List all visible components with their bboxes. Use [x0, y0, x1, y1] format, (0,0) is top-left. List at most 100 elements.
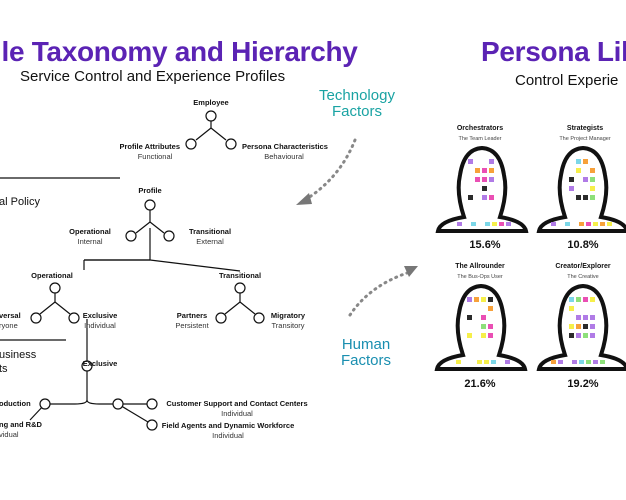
sticky-note — [499, 222, 504, 226]
persona-name-2: The Allrounder — [455, 263, 505, 270]
label-exclusive-sub: Exclusive — [82, 359, 118, 368]
sticky-note — [565, 222, 570, 226]
fragment-ts: ts — [0, 363, 8, 375]
sticky-note — [471, 222, 476, 226]
sticky-note — [482, 186, 487, 191]
label-field-agents: Field Agents and Dynamic Workforce — [161, 421, 295, 430]
sticky-note — [489, 159, 494, 164]
human-factors-label: Human Factors — [341, 337, 391, 369]
label-operational-top: Operational — [69, 227, 111, 236]
sticky-note — [576, 324, 581, 329]
sticky-note — [586, 360, 591, 364]
sticky-note — [489, 168, 494, 173]
label-employee: Employee — [193, 98, 229, 107]
label-production-fragment: oduction — [0, 399, 31, 408]
sticky-note — [485, 222, 490, 226]
persona-sub-0: The Team Leader — [458, 136, 502, 142]
right-title: Persona Lil — [481, 36, 626, 67]
persona-pct-2: 21.6% — [464, 378, 496, 390]
sticky-note — [491, 360, 496, 364]
persona-figure-3 — [536, 283, 626, 371]
sticky-note — [569, 324, 574, 329]
sticky-note — [579, 360, 584, 364]
sticky-note — [576, 159, 581, 164]
sticky-note — [583, 324, 588, 329]
sticky-note — [576, 315, 581, 320]
sticky-note — [481, 315, 486, 320]
label-universal-fragment: versal — [0, 311, 21, 320]
sticky-note — [579, 222, 584, 226]
label-profile: Profile — [138, 186, 162, 195]
sticky-note — [484, 360, 489, 364]
sticky-note — [583, 315, 588, 320]
label-migratory: Migratory — [270, 311, 306, 320]
sticky-note — [576, 168, 581, 173]
sticky-note — [468, 195, 473, 200]
sticky-note — [583, 195, 588, 200]
persona-figure-2 — [434, 283, 528, 371]
sticky-note — [467, 333, 472, 338]
sticky-note — [569, 177, 574, 182]
left-title: ile Taxonomy and Hierarchy — [0, 36, 358, 67]
sticky-note — [586, 222, 591, 226]
sticky-note — [482, 177, 487, 182]
label-operational: Operational — [31, 271, 73, 280]
sticky-note — [590, 168, 595, 173]
label-field-agents-sub: Individual — [212, 431, 244, 440]
persona-name-1: Strategists — [566, 125, 604, 132]
label-exclusive: Exclusive — [82, 311, 118, 320]
persona-sub-2: The Bus-Ops User — [457, 274, 503, 280]
persona-figure-1 — [536, 145, 626, 233]
sticky-note — [569, 306, 574, 311]
sticky-note — [576, 195, 581, 200]
sticky-note — [572, 360, 577, 364]
label-partners: Partners — [176, 311, 208, 320]
sticky-note — [569, 186, 574, 191]
persona-silhouette — [536, 145, 626, 233]
label-individual: Individual — [84, 321, 116, 330]
sticky-note — [583, 333, 588, 338]
sticky-note — [590, 324, 595, 329]
persona-pct-1: 10.8% — [567, 239, 599, 251]
sticky-note — [468, 159, 473, 164]
sticky-note — [590, 177, 595, 182]
sticky-note — [506, 222, 511, 226]
sticky-note — [583, 177, 588, 182]
sticky-note — [488, 324, 493, 329]
label-external: External — [196, 237, 224, 246]
label-internal: Internal — [77, 237, 103, 246]
sticky-note — [505, 360, 510, 364]
sticky-note — [551, 360, 556, 364]
sticky-note — [583, 159, 588, 164]
sticky-note — [482, 168, 487, 173]
persona-silhouette — [536, 283, 626, 371]
sticky-note — [489, 177, 494, 182]
node-circle — [205, 110, 217, 122]
sticky-note — [576, 333, 581, 338]
sticky-note — [583, 297, 588, 302]
label-everyone-fragment: ryone — [0, 321, 18, 330]
sticky-note — [593, 360, 598, 364]
factors-word-2: Factors — [340, 352, 392, 369]
label-persona-characteristics: Persona Characteristics — [242, 142, 328, 151]
sticky-note — [489, 195, 494, 200]
sticky-note — [607, 222, 612, 226]
sticky-note — [482, 195, 487, 200]
sticky-note — [600, 222, 605, 226]
label-transitional-top: Transitional — [188, 227, 232, 236]
factors-word: Factors — [331, 103, 383, 120]
persona-name-3: Creator/Explorer — [555, 263, 611, 270]
label-customer-support-sub: Individual — [221, 409, 253, 418]
sticky-note — [474, 297, 479, 302]
label-persistent: Persistent — [175, 321, 209, 330]
sticky-note — [488, 297, 493, 302]
sticky-note — [569, 297, 574, 302]
sticky-note — [475, 177, 480, 182]
persona-name-0: Orchestrators — [456, 125, 504, 132]
label-rnd-fragment: ng and R&D — [0, 420, 42, 429]
sticky-note — [456, 360, 461, 364]
sticky-note — [593, 222, 598, 226]
sticky-note — [600, 360, 605, 364]
persona-figure-0 — [435, 145, 529, 233]
